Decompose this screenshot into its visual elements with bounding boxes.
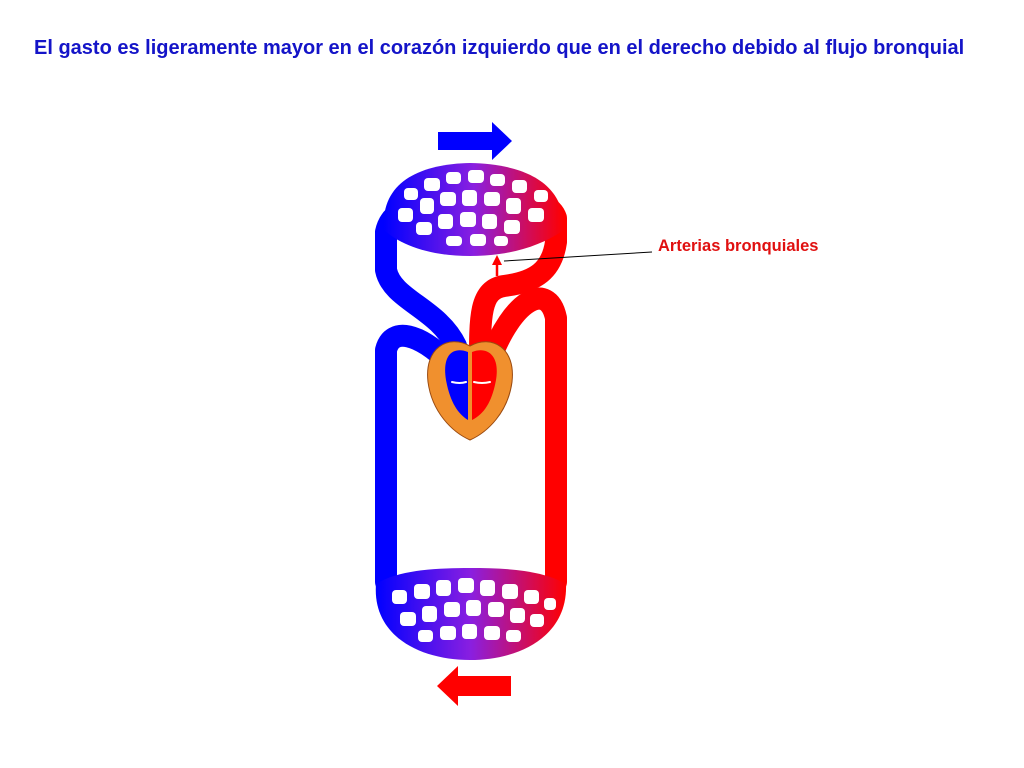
right-heart (445, 350, 468, 420)
heart (427, 341, 513, 441)
callout-leader-line (503, 251, 653, 262)
body-capillary-bed (375, 568, 567, 660)
left-heart (472, 350, 497, 420)
lung-capillary-bed (383, 163, 565, 256)
bronchial-arteries-label: Arterias bronquiales (658, 237, 818, 255)
arrow-right-icon (438, 122, 512, 160)
arrow-up-icon (492, 255, 502, 276)
heart-wall (427, 341, 513, 441)
slide-title: El gasto es ligeramente mayor en el cora… (34, 37, 965, 59)
systemic-artery (479, 287, 567, 593)
arrow-left-icon (437, 666, 511, 706)
